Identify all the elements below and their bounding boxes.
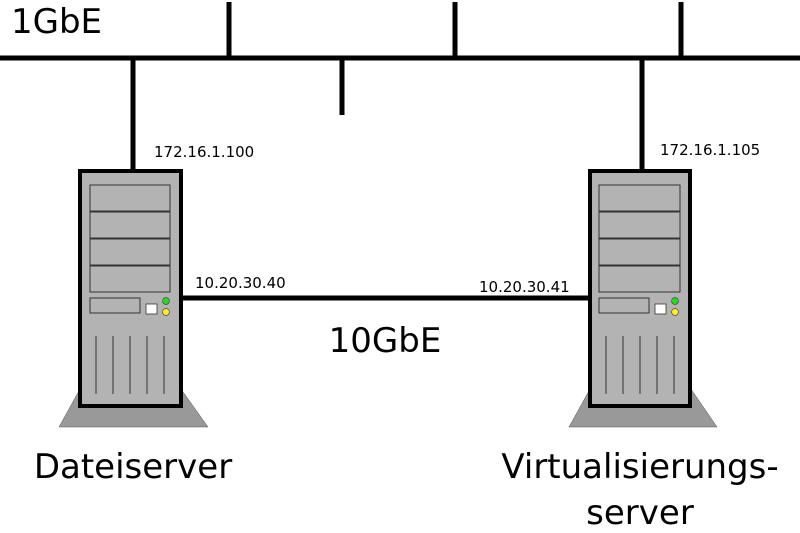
server-tower-virtualisierungsserver-icon xyxy=(568,169,718,428)
server-name-virtualisierungsserver-line-2: server xyxy=(586,493,694,533)
drive-bay xyxy=(598,265,681,293)
status-led-yellow xyxy=(162,308,170,316)
drive-bay xyxy=(89,211,171,239)
status-led-yellow xyxy=(671,308,679,316)
ventilation-grille xyxy=(95,336,165,394)
server-name-dateiserver: Dateiserver xyxy=(34,447,232,487)
drive-bay xyxy=(89,265,171,293)
status-led-green xyxy=(162,297,170,305)
floppy-slot xyxy=(89,297,141,314)
drive-bay xyxy=(89,184,171,212)
ventilation-grille xyxy=(605,336,675,394)
drive-bay xyxy=(598,211,681,239)
server-tower-dateiserver-icon xyxy=(58,169,209,428)
ip-10gbe-dateiserver: 10.20.30.40 xyxy=(195,274,286,292)
direct-link-label: 10GbE xyxy=(329,321,442,361)
drive-bay xyxy=(598,184,681,212)
drive-bay xyxy=(598,238,681,266)
ip-1gbe-dateiserver: 172.16.1.100 xyxy=(154,143,254,161)
status-led-green xyxy=(671,297,679,305)
ip-10gbe-virtualisierungsserver: 10.20.30.41 xyxy=(479,278,570,296)
backbone-label: 1GbE xyxy=(11,2,102,42)
power-button xyxy=(145,303,158,315)
power-button xyxy=(654,303,667,315)
server-name-virtualisierungsserver-line-1: Virtualisierungs- xyxy=(501,447,778,487)
floppy-slot xyxy=(598,297,650,314)
drive-bay xyxy=(89,238,171,266)
ip-1gbe-virtualisierungsserver: 172.16.1.105 xyxy=(660,141,760,159)
